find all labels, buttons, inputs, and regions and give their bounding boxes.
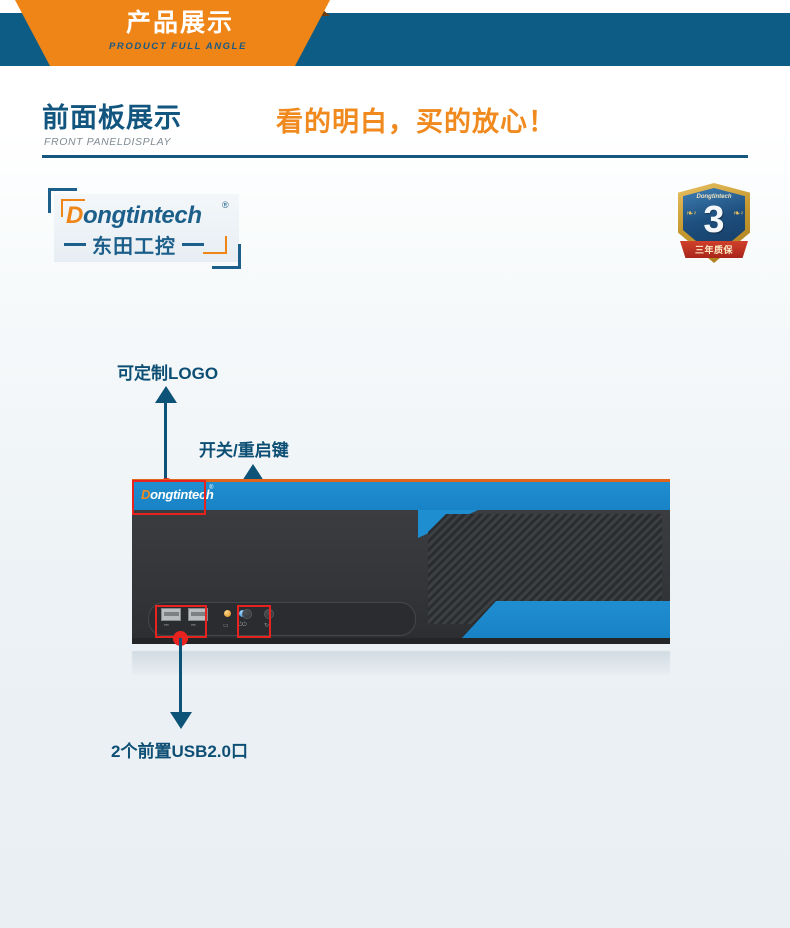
warranty-badge: Dongtintech ❧❧❧❧ ❧❧❧❧ 3 三年质保 xyxy=(676,183,752,271)
chassis-reflection xyxy=(132,651,670,675)
reset-button-symbol-icon: ↻ xyxy=(264,623,270,629)
usb-symbol-1-icon: ⎓ xyxy=(164,623,169,629)
led-label-power-icon: ⏻ xyxy=(238,622,243,628)
brand-logo-wordmark: Dongtintech xyxy=(66,202,202,230)
badge-ribbon-icon xyxy=(680,241,748,258)
callout-label-usb: 2个前置USB2.0口 xyxy=(111,742,248,761)
logo-dash-left-icon xyxy=(64,243,86,246)
laurel-right-icon: ❧❧❧❧ xyxy=(733,209,743,218)
led-label-hdd-icon: ▭ xyxy=(223,623,229,629)
chassis-logo-rest: ongtintech xyxy=(150,487,214,502)
banner-title: 产品展示 xyxy=(125,9,234,37)
corner-bracket-bottom-right-icon xyxy=(203,236,241,269)
chassis-blue-bottom-band xyxy=(462,601,670,638)
section-divider xyxy=(42,155,748,158)
chassis-logo-registered-icon: ® xyxy=(209,485,214,491)
highlight-box-logo xyxy=(132,480,206,515)
chassis-logo: Dongtintech xyxy=(141,487,214,502)
chassis-blue-top-strip xyxy=(132,482,670,510)
power-button-symbol-icon: ⏻ xyxy=(242,622,247,628)
registered-mark-icon: ® xyxy=(222,200,229,210)
brand-logo-wordmark-rest: ongtintech xyxy=(82,202,202,229)
callout-arrow-stem-logo xyxy=(164,402,167,486)
chassis-bottom-edge xyxy=(132,638,670,644)
section-title: 前面板展示 xyxy=(42,103,182,133)
power-button[interactable] xyxy=(242,609,252,619)
banner-subtitle: PRODUCT FULL ANGLE xyxy=(108,41,248,52)
usb-port-2[interactable] xyxy=(188,608,208,621)
callout-arrow-head-power-icon xyxy=(242,464,264,481)
header-banner: 产品展示 PRODUCT FULL ANGLE xyxy=(0,0,790,66)
chassis-logo-initial: D xyxy=(141,487,151,502)
callout-arrow-stem-usb xyxy=(179,638,182,718)
badge-year-number: 3 xyxy=(703,199,725,241)
chassis-orange-accent xyxy=(132,479,670,482)
led-indicator-hdd xyxy=(224,610,231,617)
highlight-box-power xyxy=(237,605,271,638)
callout-arrow-head-logo-icon xyxy=(155,386,177,403)
badge-brand-text: Dongtintech xyxy=(696,194,732,200)
corner-bracket-top-left-icon xyxy=(48,188,85,217)
brand-logo-plate xyxy=(54,194,239,262)
usb-symbol-2-icon: ⎓ xyxy=(191,623,196,629)
usb-port-1[interactable] xyxy=(161,608,181,621)
callout-arrow-head-usb-icon xyxy=(170,712,192,729)
brand-logo-cn-row: 东田工控 xyxy=(64,230,236,259)
brand-logo-cn: 东田工控 xyxy=(92,236,176,258)
laurel-left-icon: ❧❧❧❧ xyxy=(686,209,696,218)
callout-label-power: 开关/重启键 xyxy=(199,441,289,460)
brand-logo-initial: D xyxy=(66,202,83,229)
chassis-front-panel: Dongtintech ® ⎓ ⎓ ▭ ⏻ ⏻ ↻ xyxy=(132,479,670,651)
banner-ribbon xyxy=(15,0,330,66)
badge-ribbon-label: 三年质保 xyxy=(694,245,733,255)
callout-label-logo: 可定制LOGO xyxy=(117,364,219,383)
section-subtitle: FRONT PANELDISPLAY xyxy=(44,136,172,148)
section-tagline: 看的明白，买的放心！ xyxy=(276,107,556,137)
brand-logo: Dongtintech ® 东田工控 xyxy=(44,186,249,270)
logo-dash-right-icon xyxy=(182,243,204,246)
